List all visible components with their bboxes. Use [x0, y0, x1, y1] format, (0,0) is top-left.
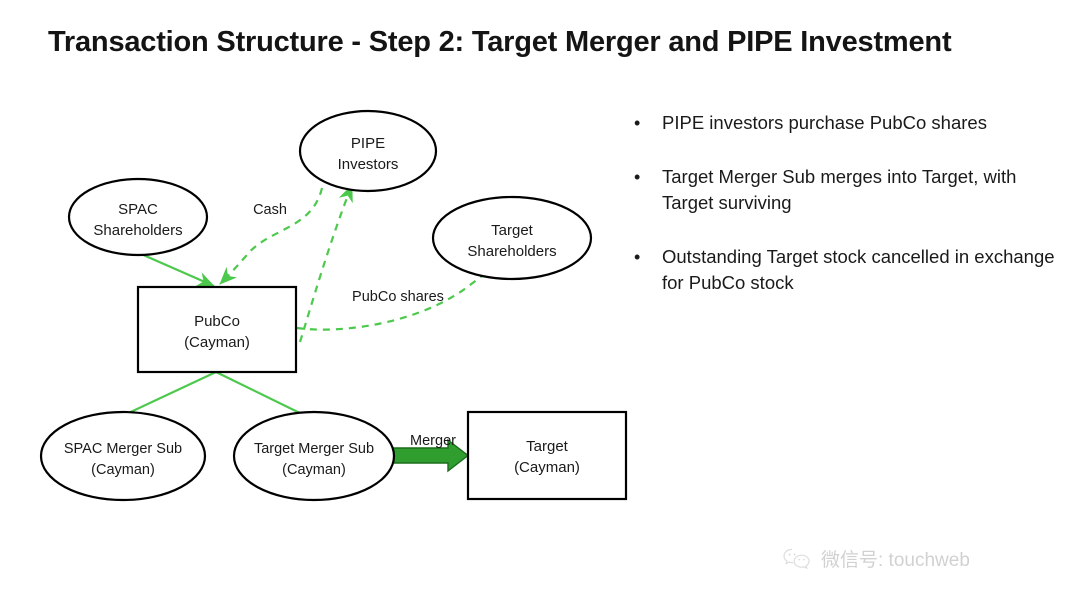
- node-spac-merger-sub-line1: SPAC Merger Sub: [64, 441, 182, 457]
- watermark-text: 微信号: touchweb: [821, 550, 970, 571]
- bullet-item-3-text: Outstanding Target stock cancelled in ex…: [662, 246, 1055, 293]
- bullet-item-3: • Outstanding Target stock cancelled in …: [628, 244, 1058, 296]
- node-target-shareholders-line1: Target: [491, 222, 534, 239]
- node-spac-shareholders-line2: Shareholders: [93, 222, 182, 239]
- node-target-merger-sub-line2: (Cayman): [282, 462, 346, 478]
- node-target-shareholders-line2: Shareholders: [467, 243, 556, 260]
- node-target-shareholders: Target Shareholders: [431, 195, 593, 281]
- edge-label-cash: Cash: [253, 202, 287, 218]
- bullet-item-2-text: Target Merger Sub merges into Target, wi…: [662, 166, 1017, 213]
- connector-spac-shareholders-to-pubco: [131, 248, 215, 288]
- connector-pubco-shares-to-pipe: [298, 184, 354, 343]
- node-spac-shareholders-line1: SPAC: [118, 201, 158, 218]
- node-spac-merger-sub: SPAC Merger Sub (Cayman): [39, 410, 207, 502]
- node-pipe-investors-line2: Investors: [338, 156, 399, 173]
- bullet-item-1-text: PIPE investors purchase PubCo shares: [662, 112, 987, 133]
- edge-label-pubco-shares: PubCo shares: [352, 289, 444, 305]
- node-pubco: PubCo (Cayman): [136, 285, 298, 374]
- connector-pubco-to-spac-merger-sub: [119, 371, 217, 418]
- node-pubco-line2: (Cayman): [184, 334, 250, 351]
- node-target: Target (Cayman): [466, 410, 628, 501]
- node-pipe-investors: PIPE Investors: [298, 109, 438, 193]
- connector-cash-pipe-to-pubco: [219, 187, 324, 285]
- bullet-marker-icon: •: [634, 247, 641, 267]
- node-target-merger-sub-line1: Target Merger Sub: [254, 441, 374, 457]
- bullet-item-2: • Target Merger Sub merges into Target, …: [628, 164, 1058, 216]
- node-target-line1: Target: [526, 438, 569, 455]
- node-spac-shareholders: SPAC Shareholders: [67, 177, 209, 257]
- node-target-merger-sub: Target Merger Sub (Cayman): [232, 410, 396, 502]
- bullet-marker-icon: •: [634, 167, 641, 187]
- node-target-line2: (Cayman): [514, 459, 580, 476]
- node-pubco-line1: PubCo: [194, 313, 240, 330]
- edge-label-merger: Merger: [410, 433, 456, 449]
- node-pipe-investors-line1: PIPE: [351, 135, 385, 152]
- bullet-list: • PIPE investors purchase PubCo shares •…: [628, 110, 1058, 324]
- node-spac-merger-sub-line2: (Cayman): [91, 462, 155, 478]
- bullet-marker-icon: •: [634, 113, 641, 133]
- merger-arrow: [388, 438, 470, 473]
- wechat-icon: [782, 547, 812, 571]
- transaction-structure-diagram: PIPE Investors SPAC Shareholders Target …: [0, 80, 660, 540]
- connector-pubco-to-target-merger-sub: [215, 371, 309, 418]
- bullet-item-1: • PIPE investors purchase PubCo shares: [628, 110, 1058, 136]
- page-title: Transaction Structure - Step 2: Target M…: [48, 26, 952, 58]
- diagram-svg: PIPE Investors SPAC Shareholders Target …: [39, 109, 628, 502]
- watermark: 微信号: touchweb: [782, 545, 970, 572]
